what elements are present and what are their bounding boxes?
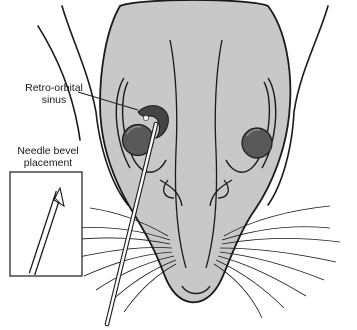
- retro-orbital-label-line2: sinus: [8, 94, 100, 106]
- needle-bevel-label: Needle bevel placement: [2, 145, 94, 169]
- sinus-highlight: [143, 115, 148, 120]
- right-eye: [242, 128, 272, 158]
- retro-orbital-label-line1: Retro-orbital: [8, 82, 100, 94]
- needle-bevel-label-line2: placement: [2, 157, 94, 169]
- needle-bevel-inset: [10, 172, 82, 276]
- retro-orbital-sinus-label: Retro-orbital sinus: [8, 82, 100, 106]
- needle-bevel-label-line1: Needle bevel: [2, 145, 94, 157]
